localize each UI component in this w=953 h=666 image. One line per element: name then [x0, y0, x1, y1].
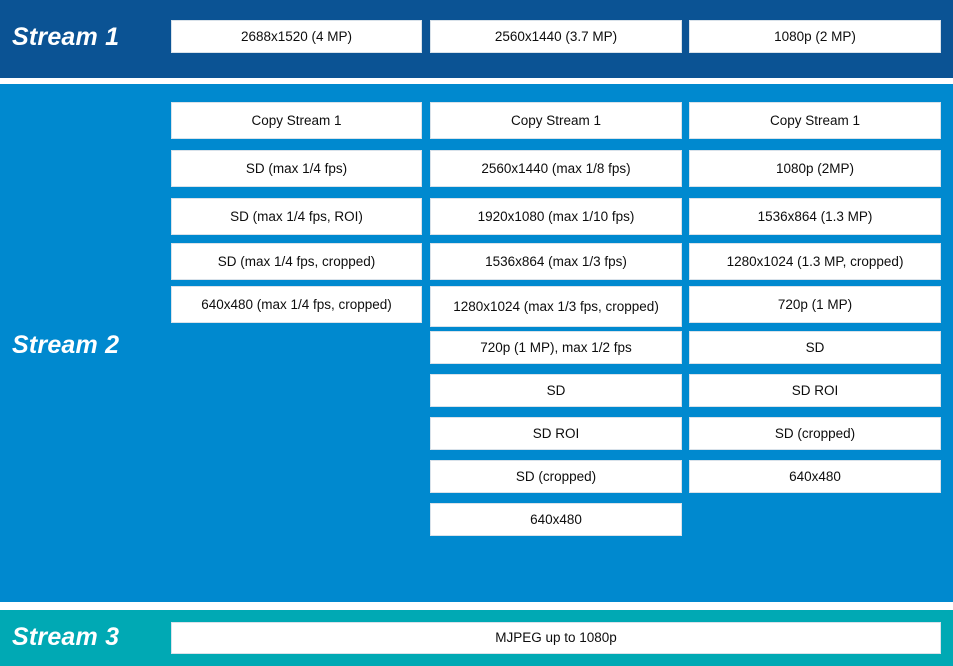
stream2-option-box[interactable]: SD: [430, 374, 682, 407]
stream2-option-box[interactable]: 1536x864 (1.3 MP): [689, 198, 941, 235]
stream1-label: Stream 1: [12, 23, 120, 51]
stream1-option-box[interactable]: 1080p (2 MP): [689, 20, 941, 53]
stream1-option-box[interactable]: 2688x1520 (4 MP): [171, 20, 422, 53]
stream3-label: Stream 3: [12, 623, 120, 651]
stream2-option-box[interactable]: 1920x1080 (max 1/10 fps): [430, 198, 682, 235]
stream1-option-box[interactable]: 2560x1440 (3.7 MP): [430, 20, 682, 53]
stream2-option-box[interactable]: 720p (1 MP), max 1/2 fps: [430, 331, 682, 364]
stream2-option-box[interactable]: SD (max 1/4 fps): [171, 150, 422, 187]
stream2-option-box[interactable]: SD: [689, 331, 941, 364]
stream2-option-box[interactable]: Copy Stream 1: [430, 102, 682, 139]
stream2-option-box[interactable]: SD (max 1/4 fps, cropped): [171, 243, 422, 280]
stream2-option-box[interactable]: 640x480: [430, 503, 682, 536]
stream2-label: Stream 2: [12, 331, 120, 359]
stream2-option-box[interactable]: 1536x864 (max 1/3 fps): [430, 243, 682, 280]
stream2-option-box[interactable]: SD (max 1/4 fps, ROI): [171, 198, 422, 235]
stream2-option-box[interactable]: 640x480: [689, 460, 941, 493]
stream2-option-box[interactable]: 640x480 (max 1/4 fps, cropped): [171, 286, 422, 323]
stream2-option-box[interactable]: SD ROI: [689, 374, 941, 407]
stream2-option-box[interactable]: 720p (1 MP): [689, 286, 941, 323]
stream3-option-box[interactable]: MJPEG up to 1080p: [171, 622, 941, 654]
stream2-option-box[interactable]: SD ROI: [430, 417, 682, 450]
stream2-option-box[interactable]: Copy Stream 1: [171, 102, 422, 139]
stream2-option-box[interactable]: Copy Stream 1: [689, 102, 941, 139]
stream2-option-box[interactable]: 1080p (2MP): [689, 150, 941, 187]
stream2-option-box[interactable]: SD (cropped): [430, 460, 682, 493]
stream2-option-box[interactable]: 2560x1440 (max 1/8 fps): [430, 150, 682, 187]
stream2-option-box[interactable]: 1280x1024 (1.3 MP, cropped): [689, 243, 941, 280]
stream2-option-box[interactable]: 1280x1024 (max 1/3 fps, cropped): [430, 286, 682, 327]
stream2-option-box[interactable]: SD (cropped): [689, 417, 941, 450]
